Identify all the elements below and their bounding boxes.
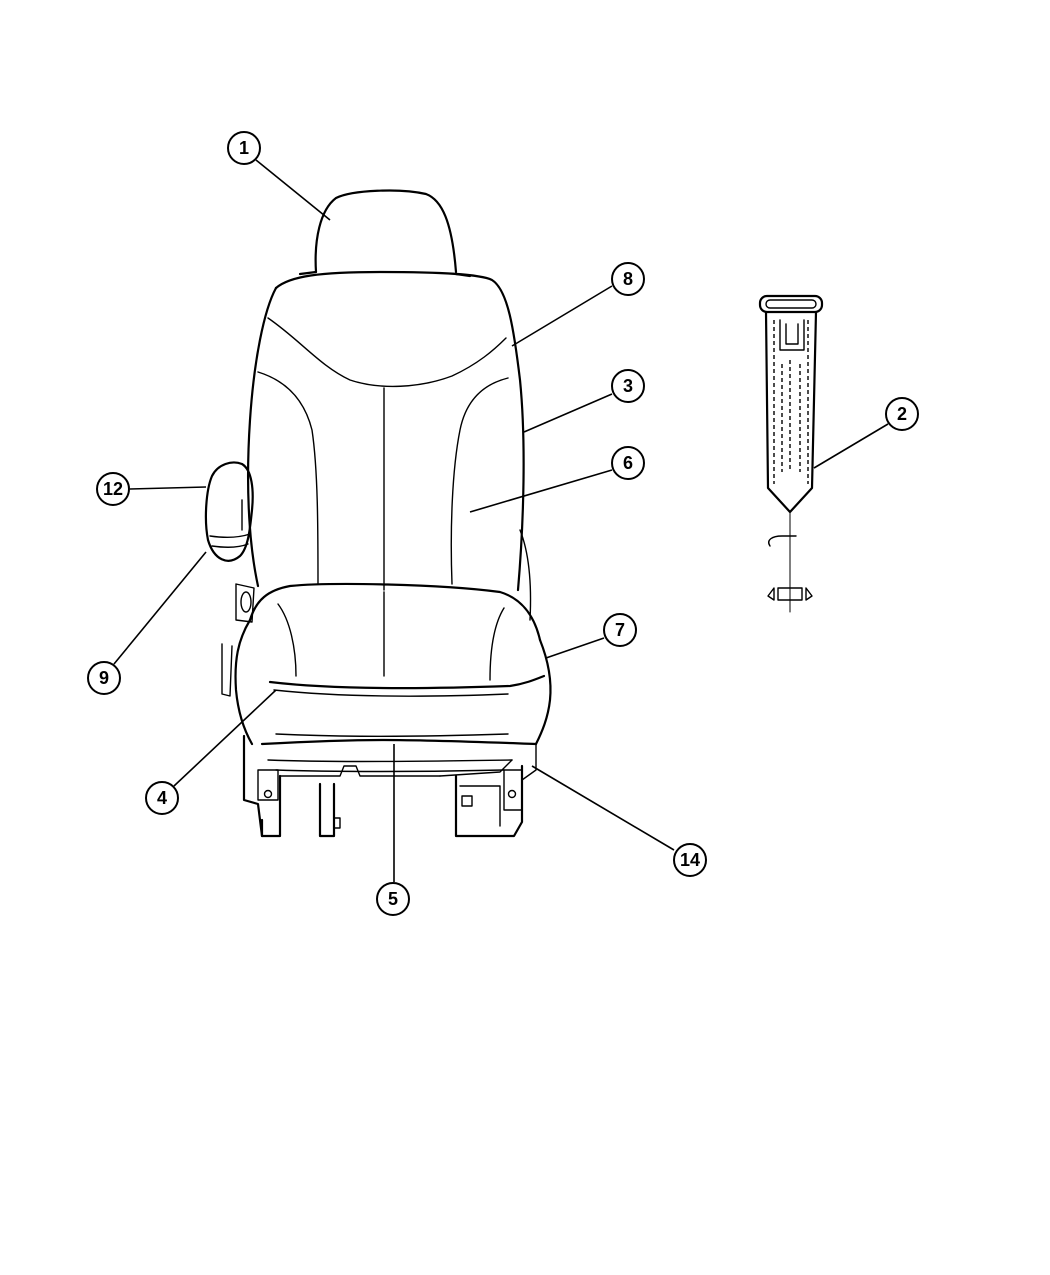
callout-5: 5 [376, 882, 410, 916]
leader-9 [113, 551, 207, 665]
leader-1 [255, 159, 331, 221]
callout-8: 8 [611, 262, 645, 296]
seat-illustration [204, 189, 552, 838]
callout-6-label: 6 [623, 453, 633, 473]
seat-frame [242, 734, 537, 838]
callout-6: 6 [611, 446, 645, 480]
callout-4: 4 [145, 781, 179, 815]
leader-14 [531, 765, 675, 851]
leader-12 [129, 486, 207, 490]
callout-8-label: 8 [623, 269, 633, 289]
leader-3 [523, 393, 613, 433]
leader-8 [511, 285, 613, 347]
callout-7-label: 7 [615, 620, 625, 640]
leader-7 [545, 637, 605, 659]
callout-2: 2 [885, 397, 919, 431]
callout-2-label: 2 [897, 404, 907, 424]
callout-14: 14 [673, 843, 707, 877]
leader-6 [469, 469, 613, 513]
seat-skirt [260, 733, 538, 773]
armrest [204, 461, 255, 697]
seat-belt-buckle [758, 294, 824, 613]
callout-9: 9 [87, 661, 121, 695]
callout-12-label: 12 [103, 479, 123, 499]
seat-cushion [234, 582, 552, 746]
callout-4-label: 4 [157, 788, 167, 808]
callout-7: 7 [603, 613, 637, 647]
callout-12: 12 [96, 472, 130, 506]
callout-3: 3 [611, 369, 645, 403]
callout-1: 1 [227, 131, 261, 165]
leader-lines [113, 159, 889, 882]
callout-3-label: 3 [623, 376, 633, 396]
leader-2 [813, 423, 889, 469]
callout-9-label: 9 [99, 668, 109, 688]
seat-back [246, 270, 532, 621]
leader-4 [173, 689, 277, 787]
headrest [298, 189, 472, 278]
callout-1-label: 1 [239, 138, 249, 158]
callout-14-label: 14 [680, 850, 700, 870]
callout-5-label: 5 [388, 889, 398, 909]
